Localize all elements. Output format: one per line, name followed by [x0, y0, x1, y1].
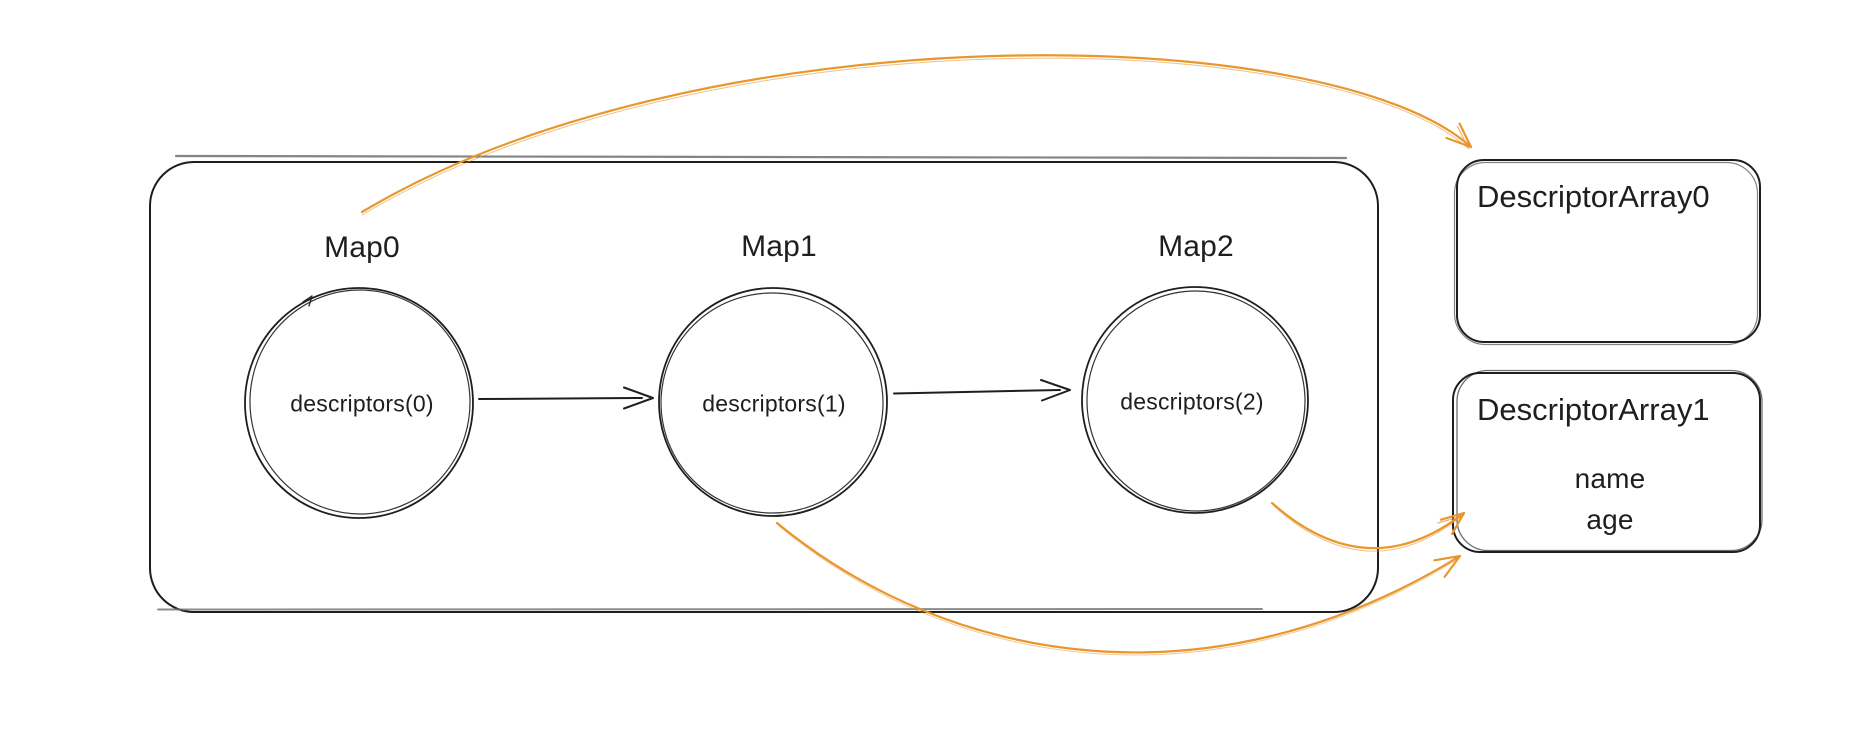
orange-arrow-map0-to-descriptorarray0 [360, 54, 1473, 216]
map2-circle [1081, 286, 1309, 514]
maps-container-box [149, 154, 1379, 613]
map0-label: Map0 [324, 231, 400, 264]
descriptor-array1-title: DescriptorArray1 [1477, 392, 1710, 427]
orange-arrow-map1-to-descriptorarray1 [775, 521, 1462, 656]
orange-arrow-map2-to-descriptorarray1 [1270, 501, 1466, 552]
arrow-map0-to-map1 [478, 386, 654, 410]
map0-descriptors-label: descriptors(0) [290, 390, 434, 417]
map2-label: Map2 [1158, 230, 1234, 263]
map1-circle [658, 287, 888, 517]
map1-label: Map1 [741, 230, 817, 263]
descriptor-array1-field-name: name [1574, 463, 1646, 494]
descriptor-array1-field-age: age [1586, 504, 1634, 535]
descriptor-array1-box [1452, 369, 1763, 553]
descriptor-array0-title: DescriptorArray0 [1477, 179, 1710, 214]
descriptor-array0-box [1453, 159, 1761, 346]
map1-descriptors-label: descriptors(1) [702, 390, 846, 417]
map2-descriptors-label: descriptors(2) [1120, 388, 1264, 415]
map0-circle [244, 287, 474, 519]
arrow-map1-to-map2 [893, 379, 1071, 402]
